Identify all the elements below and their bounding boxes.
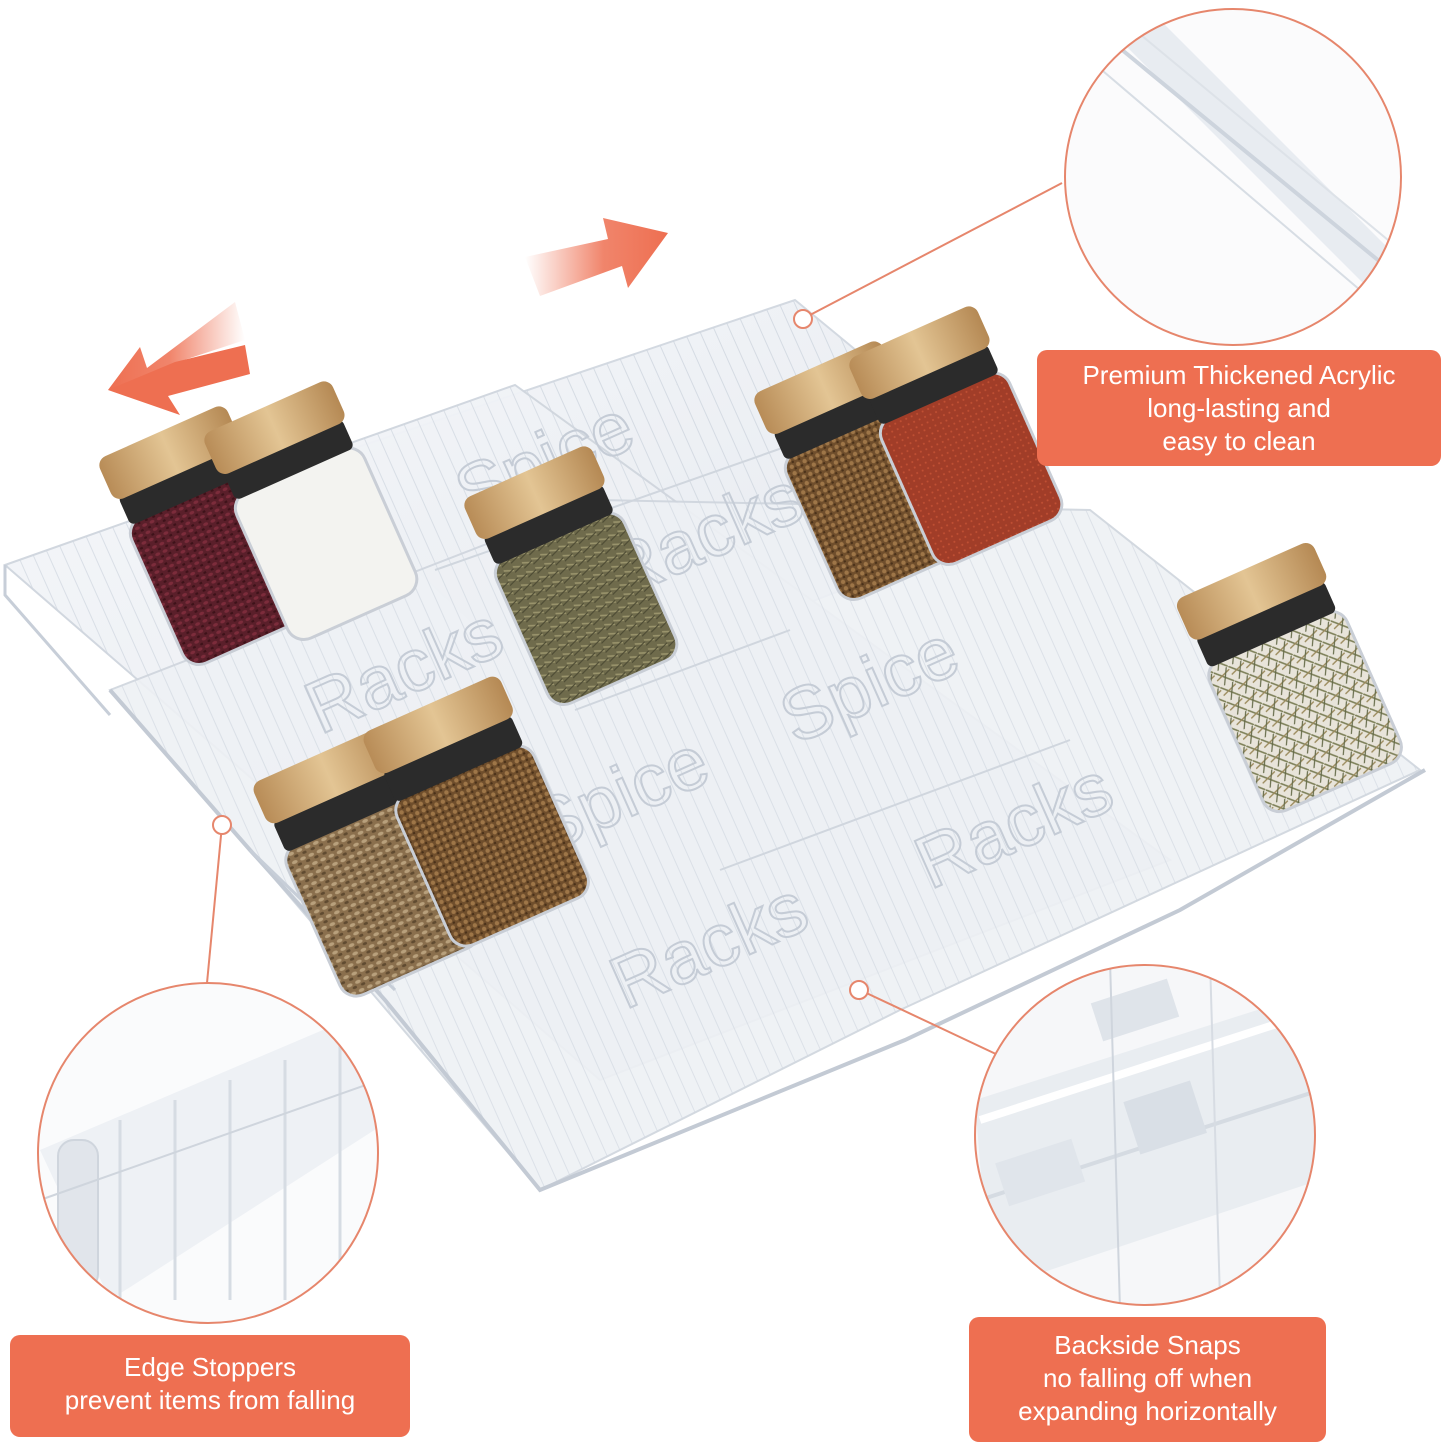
anchor-dot-edge [212, 815, 232, 835]
spice-jar-lemongrass [1176, 542, 1403, 814]
anchor-dot-acrylic [793, 309, 813, 329]
callout-edge-stoppers: Edge Stoppers prevent items from falling [10, 1335, 410, 1437]
callout-snaps-line3: expanding horizontally [1018, 1396, 1277, 1426]
callout-edge-line1: Edge Stoppers [123, 1352, 296, 1382]
detail-circle-backside-snaps [974, 964, 1316, 1306]
spice-jar-fennel [464, 446, 679, 706]
spice-jar-paprika [849, 306, 1064, 566]
callout-backside-snaps: Backside Snaps no falling off when expan… [969, 1317, 1326, 1442]
callout-premium-acrylic: Premium Thickened Acrylic long-lasting a… [1037, 350, 1441, 466]
anchor-dot-snaps [849, 980, 869, 1000]
callout-acrylic-line1: Premium Thickened Acrylic [1082, 360, 1396, 390]
callout-acrylic-line3: easy to clean [1162, 426, 1316, 456]
leader-lines [206, 182, 1063, 1056]
callout-snaps-line1: Backside Snaps [1054, 1330, 1241, 1360]
detail-circle-edge-stoppers [37, 982, 379, 1324]
callout-acrylic-line2: long-lasting and [1147, 393, 1331, 423]
spice-jar-salt [204, 381, 419, 641]
expand-left-arrow-icon [108, 302, 250, 415]
spice-jar-coriander [363, 676, 590, 948]
detail-circle-acrylic [1064, 8, 1402, 346]
callout-snaps-line2: no falling off when [1042, 1363, 1253, 1393]
callout-edge-line2: prevent items from falling [64, 1385, 356, 1415]
expand-right-arrow-icon [525, 218, 668, 296]
